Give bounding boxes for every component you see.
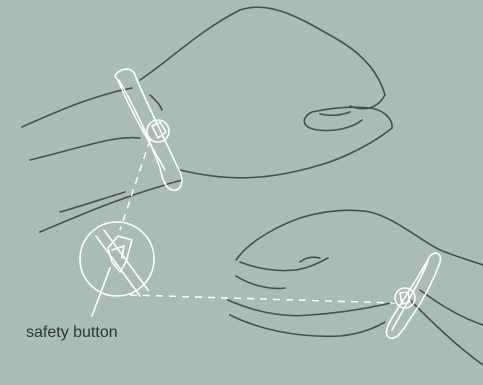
lower-bracelet (386, 253, 440, 338)
upper-bracelet (115, 69, 182, 190)
lower-arm (228, 210, 483, 365)
upper-safety-button (152, 122, 166, 138)
magnified-detail (80, 222, 154, 316)
upper-arm (22, 7, 392, 232)
safety-button-label: safety button (26, 324, 118, 342)
callout-pointer (92, 268, 110, 316)
